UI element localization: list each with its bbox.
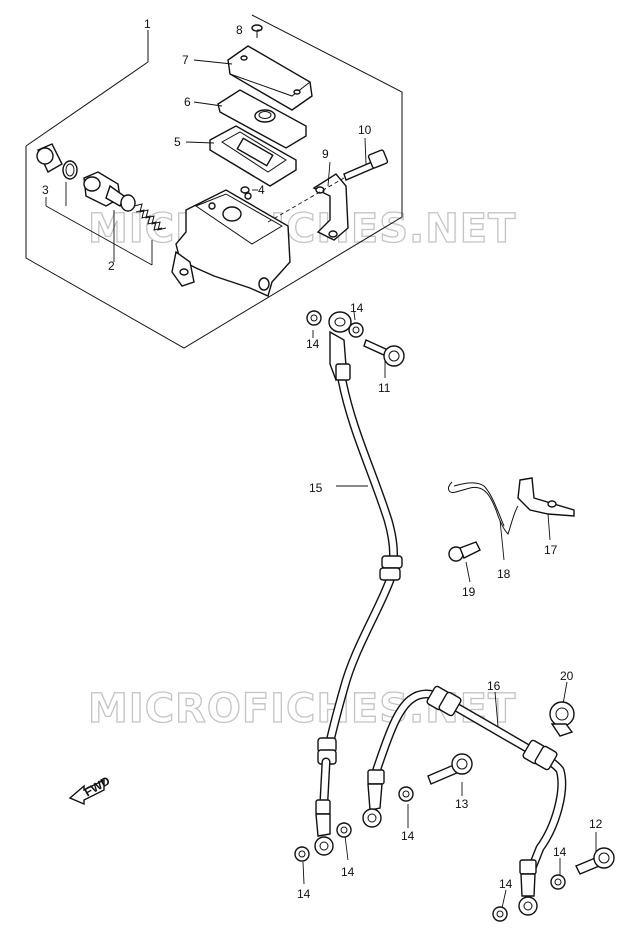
callout-20: 20: [560, 669, 574, 683]
brake-hose-upper: [314, 311, 403, 856]
callout-labels: 1 2 3 4 5 6 7 8 9 10 11 12 13 14 14 14 1…: [42, 17, 603, 901]
callout-13: 13: [455, 797, 469, 811]
clamp-holder: [312, 173, 349, 241]
callout-17: 17: [544, 543, 558, 557]
callout-5: 5: [174, 135, 181, 149]
reservoir-ring: [240, 186, 250, 194]
callout-9: 9: [322, 147, 329, 161]
bracket-bolt: [448, 541, 481, 562]
hose-clamp: [549, 701, 575, 737]
clamp-bolt: [343, 149, 389, 181]
master-cylinder-body: [171, 189, 291, 297]
union-bolt-lower: [575, 847, 615, 875]
callout-18: 18: [497, 567, 511, 581]
callout-brackets: [45, 182, 153, 266]
hose-bracket: [517, 477, 575, 517]
callout-8: 8: [236, 23, 243, 37]
callout-14-d: 14: [341, 865, 355, 879]
piston-boot: [36, 143, 78, 180]
callout-14-f: 14: [553, 845, 567, 859]
leader-lines: [185, 29, 597, 909]
callout-3: 3: [42, 183, 49, 197]
callout-12: 12: [589, 817, 603, 831]
callout-16: 16: [487, 679, 501, 693]
callout-14-c: 14: [297, 887, 311, 901]
callout-4: 4: [258, 183, 265, 197]
callout-7: 7: [182, 53, 189, 67]
callout-14-a: 14: [306, 337, 320, 351]
callout-6: 6: [184, 95, 191, 109]
callout-1: 1: [144, 17, 151, 31]
callout-11: 11: [378, 381, 391, 395]
reservoir-cover: [227, 45, 313, 111]
callout-14-g: 14: [499, 877, 513, 891]
assembly-box: [25, 14, 403, 349]
callout-19: 19: [462, 585, 476, 599]
union-bolt-upper: [363, 339, 405, 367]
washers: [294, 310, 566, 922]
diaphragm-plate: [217, 89, 307, 149]
brake-hose-lower: [362, 685, 567, 916]
diaphragm: [209, 125, 297, 187]
callout-2: 2: [108, 259, 115, 273]
callout-15: 15: [309, 481, 323, 495]
union-bolt-middle: [427, 753, 473, 785]
callout-14-e: 14: [401, 829, 415, 843]
fwd-label: FWD: [82, 773, 113, 799]
hose-guide: [448, 481, 519, 535]
callout-14-b: 14: [350, 301, 364, 315]
callout-10: 10: [358, 123, 372, 137]
piston-set: [83, 171, 167, 231]
cover-screw: [251, 24, 263, 38]
fwd-arrow: FWD: [68, 773, 113, 806]
